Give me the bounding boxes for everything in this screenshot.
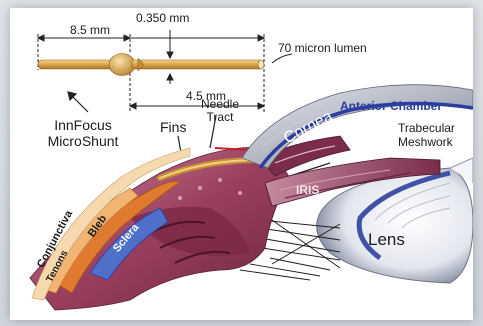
diagram-panel: 8.5 mm 0.350 mm 70 micron lumen 4.5 mm I…: [10, 8, 473, 320]
lumen-label: 70 micron lumen: [278, 42, 367, 55]
anterior-chamber-label: Anterior Chamber: [340, 100, 442, 113]
shunt-diameter-label: 0.350 mm: [136, 12, 189, 25]
iris-label: IRIS: [296, 184, 319, 197]
device-name-line1: InnFocus: [38, 118, 128, 133]
eye-anatomy-diagram: [10, 8, 473, 320]
needle-tract-label-line2: Tract: [200, 111, 240, 124]
shunt-length-label: 8.5 mm: [70, 24, 110, 37]
microshunt-device: [38, 54, 264, 76]
fins-label: Fins: [160, 120, 186, 135]
trabecular-label-line1: Trabecular: [398, 122, 455, 135]
lens-label: Lens: [368, 232, 405, 247]
trabecular-label-line2: Meshwork: [398, 136, 453, 149]
device-name-line2: MicroShunt: [30, 134, 136, 149]
